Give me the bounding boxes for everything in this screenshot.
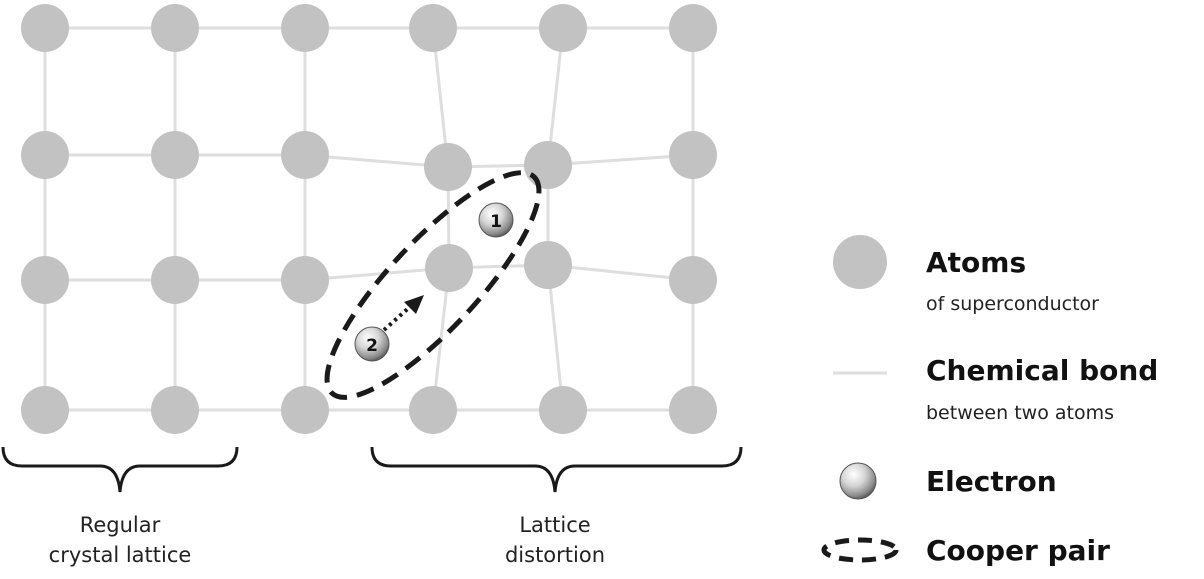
bond bbox=[304, 266, 450, 282]
atom bbox=[21, 386, 69, 434]
cooper-pair-ellipse bbox=[324, 170, 542, 400]
regular-lattice-label-line1: Regular bbox=[79, 513, 161, 537]
bond bbox=[547, 263, 694, 282]
bond bbox=[546, 264, 565, 411]
atom bbox=[669, 386, 717, 434]
atom bbox=[409, 4, 457, 52]
atom bbox=[539, 386, 587, 434]
legend-bond-subtitle: between two atoms bbox=[926, 402, 1114, 424]
atom bbox=[151, 386, 199, 434]
electron-motion-arrow bbox=[382, 295, 424, 332]
lattice-distortion-label: Lattice distortion bbox=[455, 510, 655, 570]
legend-bond-title: Chemical bond bbox=[926, 354, 1159, 387]
electron-1-label: 1 bbox=[490, 212, 502, 232]
bond bbox=[547, 153, 694, 167]
atom bbox=[281, 131, 329, 179]
electron-2-label: 2 bbox=[366, 336, 378, 356]
lattice-distortion-label-line2: distortion bbox=[504, 543, 606, 567]
atom bbox=[669, 4, 717, 52]
legend-cooper-pair-icon bbox=[821, 537, 899, 563]
legend-electron-title: Electron bbox=[926, 465, 1057, 498]
atom bbox=[539, 4, 587, 52]
legend-electron-icon bbox=[839, 462, 877, 500]
atom bbox=[151, 4, 199, 52]
legend-cooper-pair-title: Cooper pair bbox=[926, 534, 1110, 567]
electron-2: 2 bbox=[354, 326, 390, 362]
regular-lattice-label: Regular crystal lattice bbox=[20, 510, 220, 570]
atom bbox=[21, 256, 69, 304]
atom bbox=[21, 4, 69, 52]
atom bbox=[281, 256, 329, 304]
atoms bbox=[21, 4, 717, 434]
brace-distortion bbox=[370, 446, 743, 493]
atom bbox=[524, 241, 572, 289]
atom bbox=[409, 386, 457, 434]
atom bbox=[425, 244, 473, 292]
atom bbox=[424, 143, 472, 191]
atom bbox=[151, 131, 199, 179]
legend-atoms-title: Atoms bbox=[926, 246, 1027, 279]
electron-1: 1 bbox=[478, 202, 514, 238]
legend-atoms-subtitle: of superconductor bbox=[926, 293, 1099, 315]
atom bbox=[21, 131, 69, 179]
lattice-distortion-label-line1: Lattice bbox=[519, 513, 591, 537]
atom bbox=[281, 386, 329, 434]
regular-lattice-label-line2: crystal lattice bbox=[48, 543, 192, 567]
legend-atom-icon bbox=[833, 235, 887, 289]
atom bbox=[281, 4, 329, 52]
atom bbox=[669, 131, 717, 179]
brace-regular bbox=[1, 446, 239, 493]
atom bbox=[151, 256, 199, 304]
atom bbox=[669, 256, 717, 304]
atom bbox=[524, 141, 572, 189]
